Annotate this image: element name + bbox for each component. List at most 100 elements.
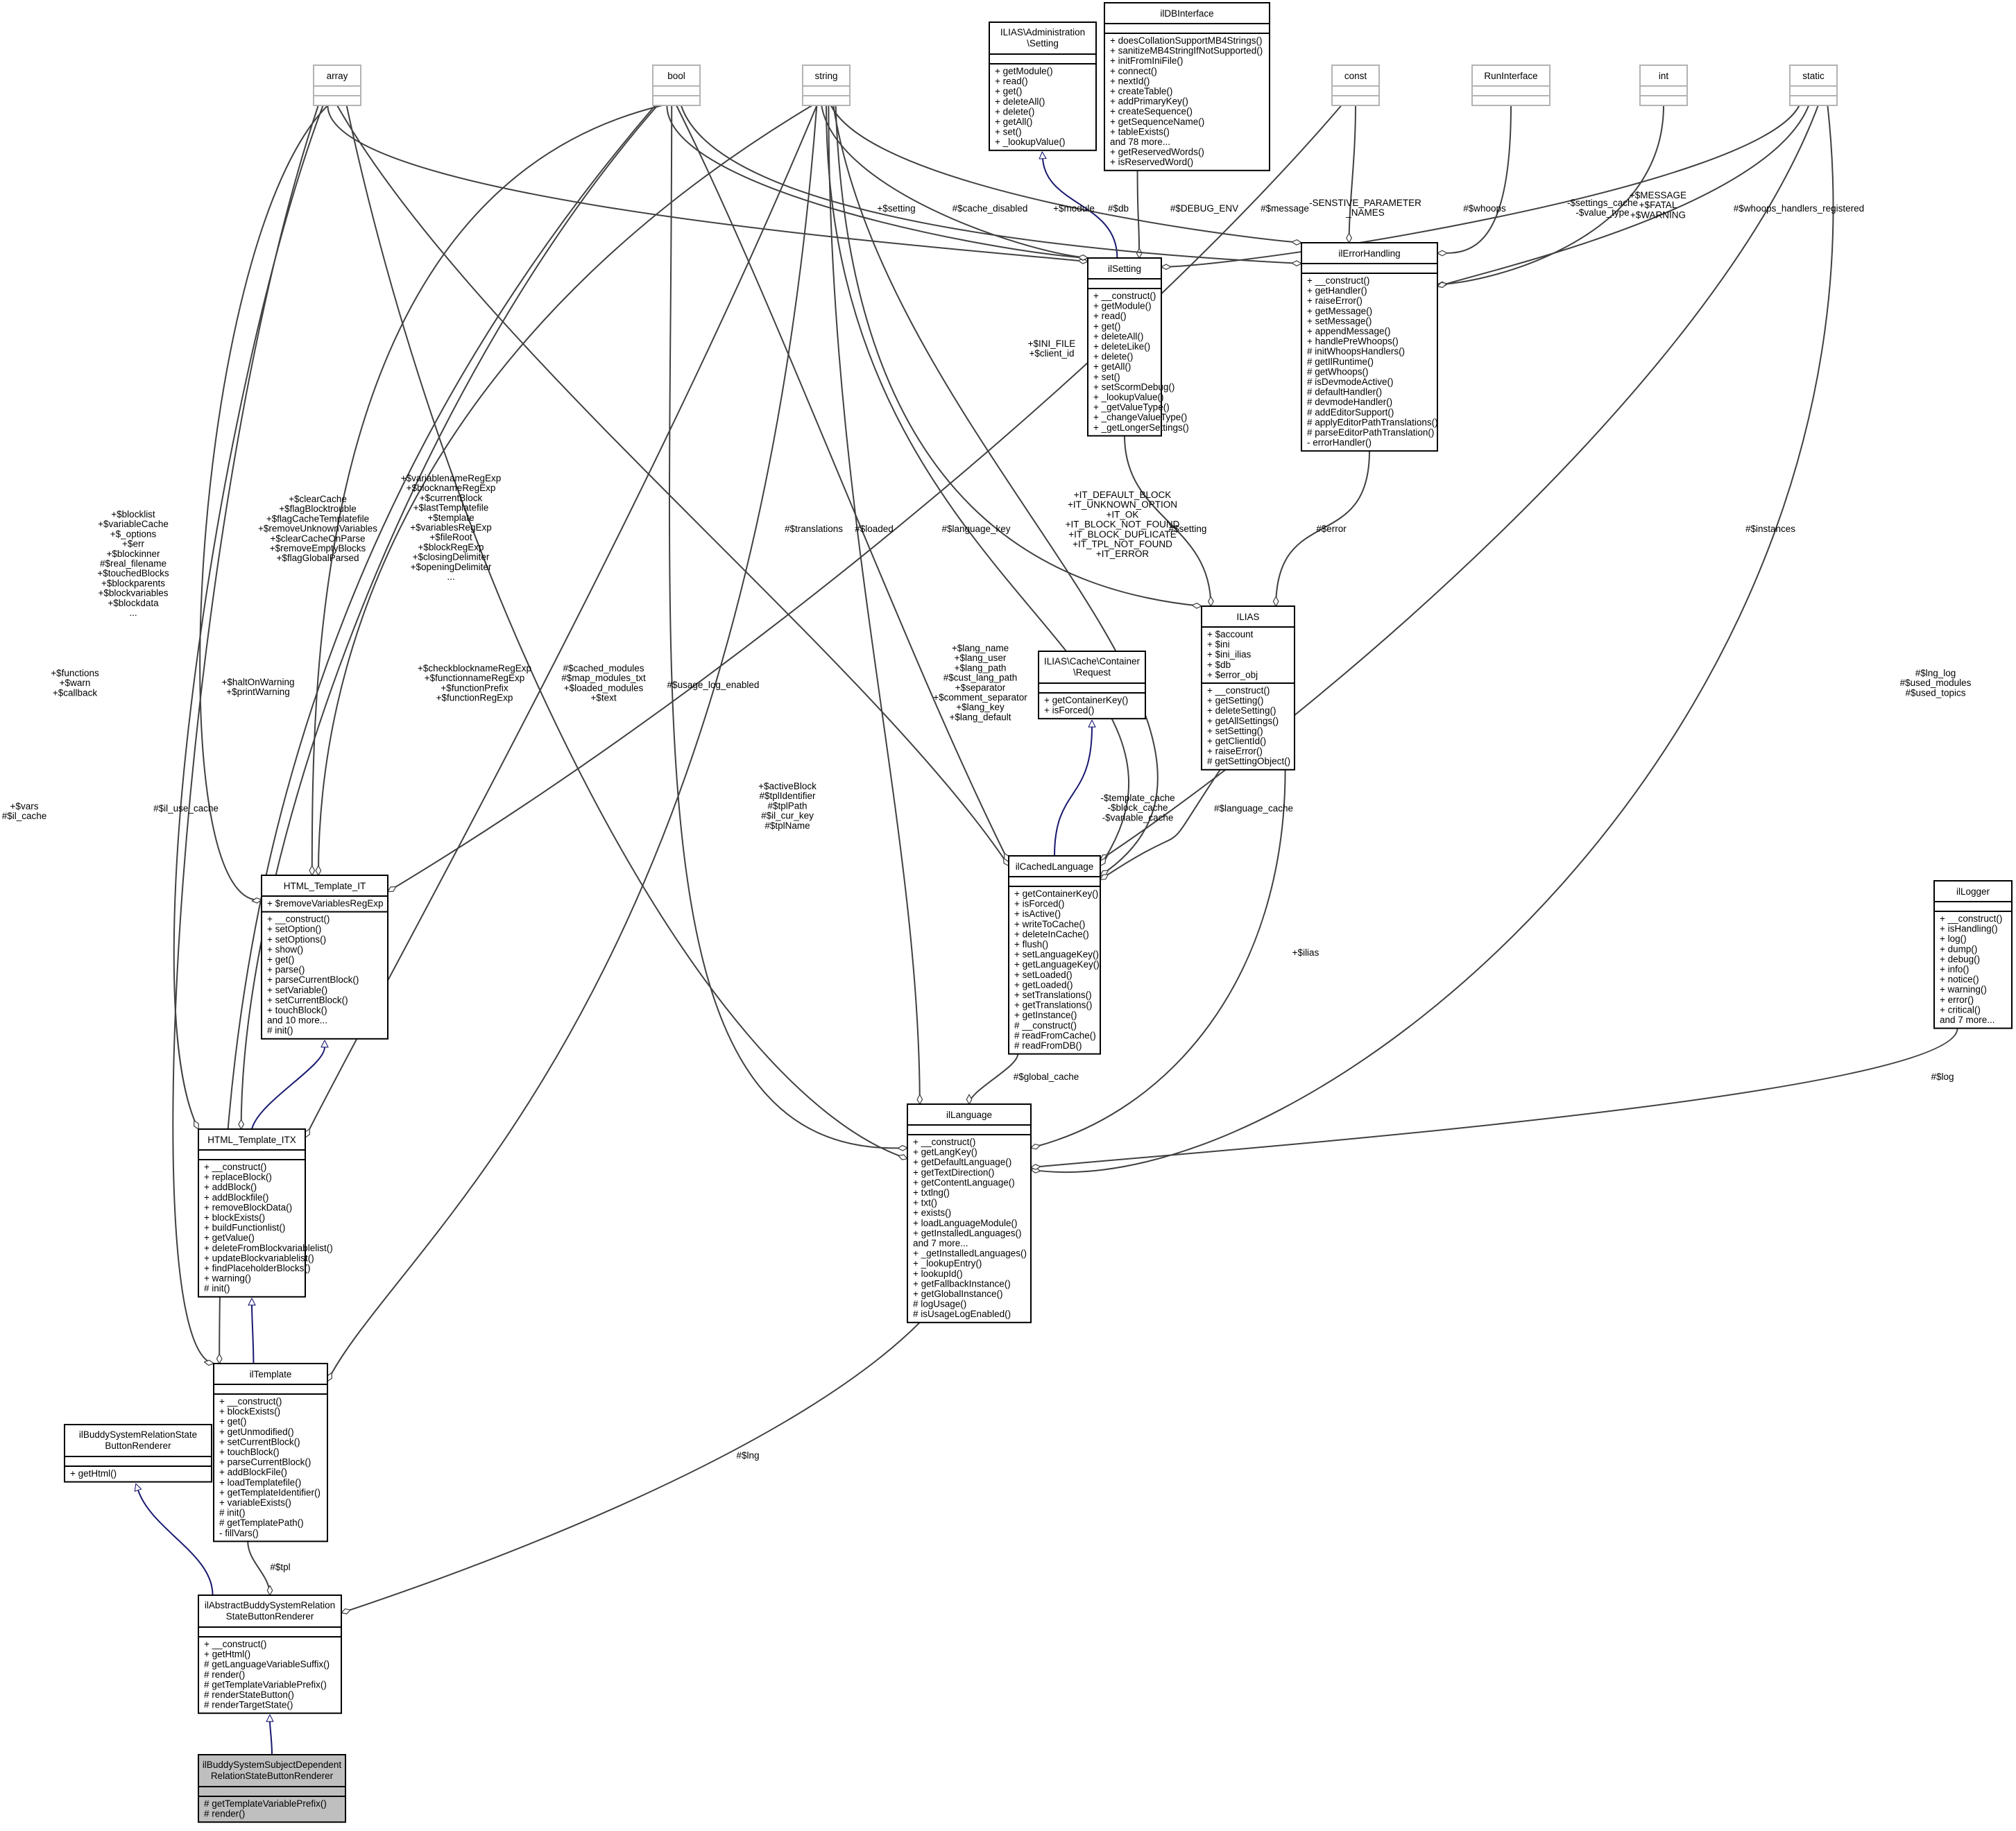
class-method: + parse() [267, 965, 305, 975]
class-node-illanguage[interactable]: ilLanguage+ __construct()+ getLangKey()+… [907, 1103, 1032, 1323]
edge-label-whoops: #$whoops [1463, 203, 1506, 214]
edge-label-instances: #$instances [1745, 524, 1795, 534]
class-method: + getContainerKey() [1044, 695, 1128, 705]
class-title: \Setting [1027, 38, 1059, 49]
class-method: + get() [219, 1416, 246, 1427]
class-title: ButtonRenderer [105, 1441, 171, 1451]
class-node-run[interactable]: RunInterface [1471, 65, 1551, 106]
assoc-edge-clear-cache [312, 105, 663, 875]
class-method: + lookupId() [913, 1269, 963, 1279]
class-method: + setVariable() [267, 985, 327, 995]
class-node-ildb[interactable]: ilDBInterface+ doesCollationSupportMB4St… [1104, 2, 1270, 171]
class-title: ILIAS\Cache\Container [1044, 656, 1141, 667]
class-method: + _lookupValue() [995, 137, 1065, 147]
assoc-edge-loaded [676, 105, 1009, 862]
class-method: + blockExists() [219, 1407, 280, 1417]
class-method: and 7 more... [1940, 1015, 1995, 1025]
edge-label-setting2: #$setting [1169, 524, 1207, 534]
class-method: - errorHandler() [1307, 438, 1372, 448]
class-title: ilAbstractBuddySystemRelation [205, 1600, 335, 1610]
class-method: + getGlobalInstance() [913, 1289, 1002, 1299]
assoc-edge-whoops [1437, 105, 1512, 253]
class-node-cache_req[interactable]: ILIAS\Cache\Container\Request+ getContai… [1038, 651, 1146, 720]
class-method: # render() [204, 1669, 245, 1680]
class-node-abstract[interactable]: ilAbstractBuddySystemRelationStateButton… [198, 1594, 342, 1714]
class-title: ilBuddySystemSubjectDependent [203, 1760, 342, 1770]
class-method: + isActive() [1014, 909, 1061, 919]
class-node-const[interactable]: const [1331, 65, 1380, 106]
class-node-illogger[interactable]: ilLogger+ __construct()+ isHandling()+ l… [1933, 880, 2013, 1029]
class-method: + deleteAll() [1093, 331, 1143, 341]
class-method: # getIlRuntime() [1307, 356, 1374, 367]
edge-label-blocklist: +$err [122, 539, 144, 549]
class-box [1087, 257, 1162, 437]
edge-label-lang_name: +$lang_key [956, 702, 1005, 712]
class-node-int[interactable]: int [1639, 65, 1688, 106]
edge-label-template_cache: -$block_cache [1107, 802, 1168, 813]
edge-label-whoops_reg: #$whoops_handlers_registered [1734, 203, 1864, 214]
class-nodes: array bool string ILIAS\Administration\Sett… [64, 2, 2013, 1823]
assoc-edge-language-key [826, 105, 1130, 866]
class-node-buddy_iface[interactable]: ilBuddySystemRelationStateButtonRenderer… [64, 1424, 212, 1483]
class-node-admin_setting[interactable]: ILIAS\Administration\Setting+ getModule(… [989, 22, 1097, 151]
class-node-bool[interactable]: bool [652, 65, 701, 106]
edge-label-variablename: +$blocknameRegExp [407, 483, 496, 493]
edge-labels: +$setting#$cache_disabled+$module#$db#$D… [2, 190, 1972, 1572]
edges [138, 105, 1958, 1755]
class-method: + isHandling() [1940, 924, 1998, 934]
class-method: + blockExists() [204, 1212, 265, 1223]
class-method: # getWhoops() [1307, 366, 1369, 377]
edge-label-functions: +$callback [53, 687, 97, 698]
edge-label-blocklist: +$blockvariables [99, 588, 169, 599]
class-node-tplitx[interactable]: HTML_Template_ITX+ __construct()+ replac… [198, 1128, 333, 1298]
assoc-edge-log [1031, 1028, 1958, 1168]
edge-label-lang_name: #$cust_lang_path [943, 673, 1018, 683]
class-method: and 78 more... [1110, 137, 1170, 147]
class-attribute: + $db [1207, 660, 1231, 670]
class-node-string[interactable]: string [802, 65, 851, 106]
class-method: + __construct() [1307, 275, 1369, 286]
edge-label-cache_disabled: #$cache_disabled [953, 203, 1028, 214]
class-method: + deleteLike() [1093, 341, 1150, 352]
class-node-ilias[interactable]: ILIAS+ $account+ $ini+ $ini_ilias+ $db+ … [1201, 605, 1295, 771]
edge-label-blocklist: +$blockparents [101, 578, 165, 588]
edge-label-usage_log: #$usage_log_enabled [667, 680, 760, 690]
class-method: # addEditorSupport() [1307, 407, 1394, 418]
class-node-ilerror[interactable]: ilErrorHandling+ __construct()+ getHandl… [1301, 242, 1438, 452]
class-title: ilCachedLanguage [1016, 861, 1094, 872]
class-method: # readFromDB() [1014, 1040, 1082, 1051]
class-method: + deleteSetting() [1207, 705, 1276, 716]
class-method: + nextId() [1110, 76, 1150, 86]
class-method: + raiseError() [1307, 295, 1362, 306]
assoc-edge-vars [172, 105, 319, 1364]
class-node-cachedlang[interactable]: ilCachedLanguage+ getContainerKey()+ isF… [1008, 855, 1101, 1055]
edge-label-clear_cache: +$flagCacheTemplatefile [266, 513, 369, 524]
class-method: + initFromIniFile() [1110, 55, 1183, 66]
class-method: + _getInstalledLanguages() [913, 1248, 1027, 1259]
class-method: # getTemplatePath() [219, 1518, 304, 1528]
class-box [198, 1128, 306, 1298]
edge-label-lng_log: #$used_topics [1905, 687, 1965, 698]
class-method: + get() [1093, 321, 1120, 332]
class-method: + warning() [1940, 984, 1987, 995]
class-method: + delete() [995, 106, 1034, 117]
class-method: + txt() [913, 1198, 937, 1208]
edge-label-lng: #$lng [736, 1450, 759, 1461]
class-method: + addPrimaryKey() [1110, 96, 1188, 107]
class-node-ilsetting[interactable]: ilSetting+ __construct()+ getModule()+ r… [1087, 257, 1189, 437]
class-node-iltemplate[interactable]: ilTemplate+ __construct()+ blockExists()… [213, 1363, 328, 1542]
edge-label-error: #$error [1316, 524, 1347, 534]
class-node-subject[interactable]: ilBuddySystemSubjectDependentRelationSta… [198, 1754, 346, 1823]
edge-label-lang_name: +$lang_default [950, 712, 1011, 722]
edge-label-sensitive: -SENSTIVE_PARAMETER [1309, 198, 1421, 208]
class-node-tplit[interactable]: HTML_Template_IT+ $removeVariablesRegExp… [261, 875, 388, 1040]
edge-label-lng_log: #$lng_log [1915, 668, 1956, 678]
class-node-array[interactable]: array [313, 65, 361, 106]
class-node-static[interactable]: static [1789, 65, 1838, 106]
class-method: + getTextDirection() [913, 1167, 994, 1178]
edge-label-language_key: #$language_key [941, 524, 1010, 534]
class-method: + isReservedWord() [1110, 157, 1193, 167]
class-method: + deleteInCache() [1014, 929, 1089, 939]
class-method: + getMessage() [1307, 306, 1372, 316]
class-title: ilDBInterface [1160, 8, 1213, 19]
